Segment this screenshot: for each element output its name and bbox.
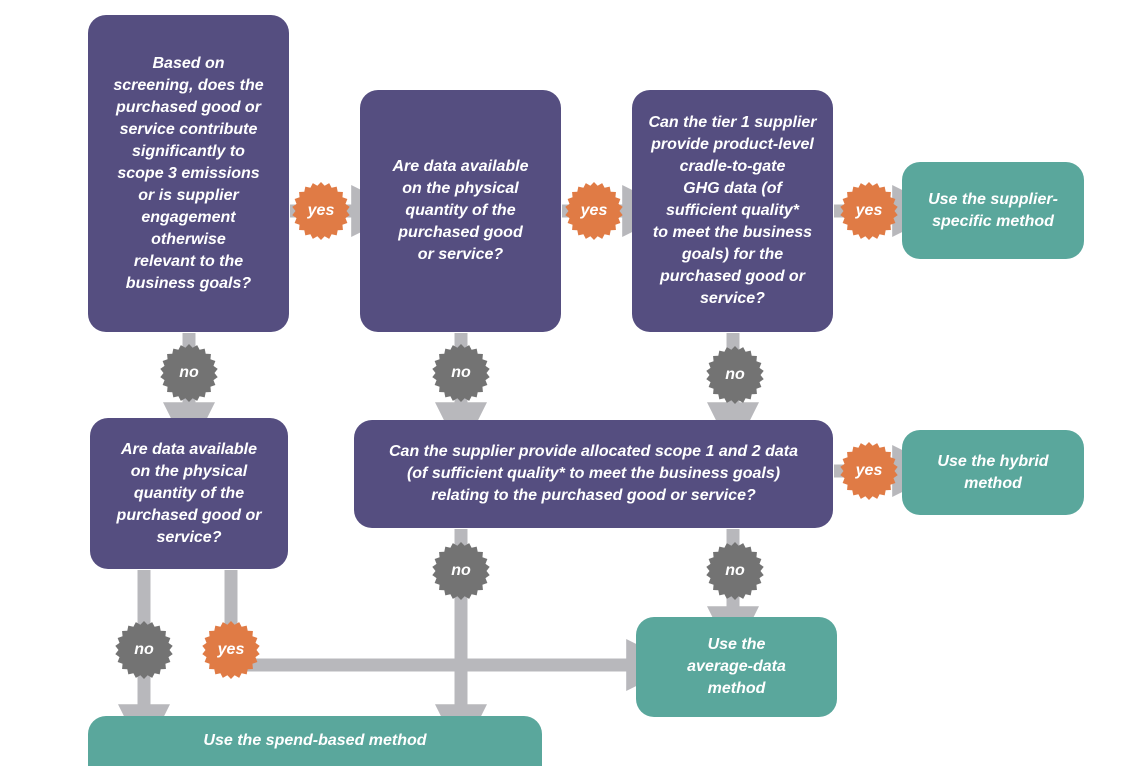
question-significance: Based on screening, does the purchased g… [88, 15, 289, 332]
no-label: no [179, 364, 199, 381]
seal-shape-icon [706, 542, 764, 600]
question-physical-quantity: Are data available on the physical quant… [360, 90, 561, 332]
yes-label: yes [580, 202, 608, 219]
result-spend-based-method: Use the spend-based method [88, 716, 542, 766]
no-label: no [134, 641, 154, 658]
seal-shape-icon [840, 182, 898, 240]
yes-badge-q5: yes [840, 442, 898, 500]
no-badge-q2: no [432, 344, 490, 402]
seal-shape-icon [432, 542, 490, 600]
yes-badge-q1: yes [292, 182, 350, 240]
no-label: no [451, 364, 471, 381]
seal-shape-icon [432, 344, 490, 402]
seal-shape-icon [160, 344, 218, 402]
no-label: no [451, 562, 471, 579]
seal-shape-icon [565, 182, 623, 240]
yes-label: yes [217, 641, 245, 658]
yes-label: yes [855, 462, 883, 479]
no-label: no [725, 562, 745, 579]
no-badge-q5-left: no [432, 542, 490, 600]
seal-shape-icon [706, 346, 764, 404]
seal-shape-icon [840, 442, 898, 500]
no-badge-q5-right: no [706, 542, 764, 600]
seal-shape-icon [115, 621, 173, 679]
yes-label: yes [307, 202, 335, 219]
no-badge-q4: no [115, 621, 173, 679]
result-supplier-specific-method: Use the supplier- specific method [902, 162, 1084, 259]
no-badge-q1: no [160, 344, 218, 402]
yes-badge-q2: yes [565, 182, 623, 240]
seal-shape-icon [202, 621, 260, 679]
seal-shape-icon [292, 182, 350, 240]
yes-badge-q3: yes [840, 182, 898, 240]
question-allocated-scope-data: Can the supplier provide allocated scope… [354, 420, 833, 528]
result-hybrid-method: Use the hybrid method [902, 430, 1084, 515]
question-physical-quantity-2: Are data available on the physical quant… [90, 418, 288, 569]
yes-badge-q4: yes [202, 621, 260, 679]
no-badge-q3: no [706, 346, 764, 404]
question-tier1-supplier-data: Can the tier 1 supplier provide product-… [632, 90, 833, 332]
yes-label: yes [855, 202, 883, 219]
result-average-data-method: Use the average-data method [636, 617, 837, 717]
no-label: no [725, 366, 745, 383]
